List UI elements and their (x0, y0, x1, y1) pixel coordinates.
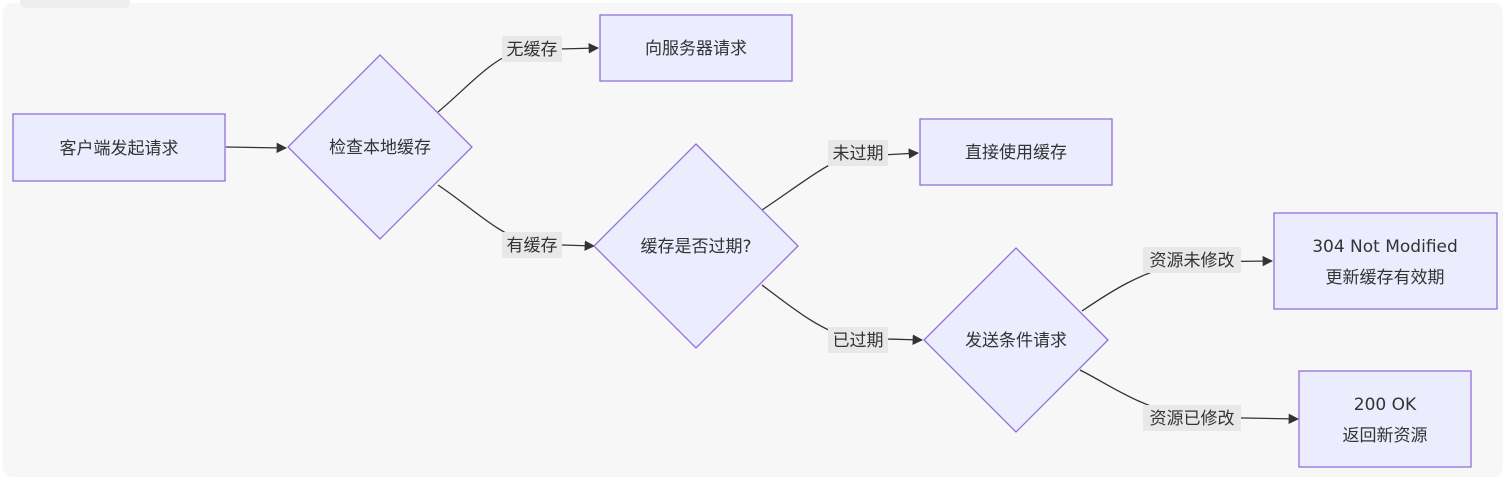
node-200-line1: 200 OK (1354, 395, 1417, 415)
edge-label-bg (828, 140, 888, 166)
edge-label-bg (828, 327, 888, 353)
node-conditional-request-label: 发送条件请求 (965, 331, 1067, 351)
node-client-request-label: 客户端发起请求 (60, 139, 179, 159)
node-200-ok[interactable] (1298, 370, 1472, 468)
node-304-line1: 304 Not Modified (1312, 237, 1458, 257)
node-request-server-label: 向服务器请求 (645, 39, 747, 59)
node-200-line2: 返回新资源 (1343, 426, 1428, 446)
node-cache-expired-label: 缓存是否过期? (640, 237, 751, 257)
edge-label-expired: 已过期 (833, 331, 884, 351)
edge-client-check (225, 142, 288, 154)
edge-labels: 无缓存 有缓存 未过期 已过期 资源未修改 资源已修改 (502, 36, 1241, 431)
node-304-line2: 更新缓存有效期 (1326, 268, 1445, 288)
node-request-server[interactable] (599, 14, 793, 82)
edge-label-bg (1143, 247, 1241, 273)
edge-label-bg (502, 232, 562, 258)
node-check-cache-label: 检查本地缓存 (329, 138, 431, 158)
panel-tab (20, 0, 130, 8)
edge-label-not-modified: 资源未修改 (1150, 251, 1235, 271)
node-client-request[interactable] (12, 113, 226, 182)
edge-label-no-cache: 无缓存 (507, 40, 558, 60)
edge-label-bg (1143, 405, 1241, 431)
node-use-cache[interactable] (919, 118, 1113, 186)
node-304-not-modified[interactable] (1273, 212, 1498, 310)
node-check-cache[interactable] (287, 54, 473, 240)
edge-label-bg (502, 36, 562, 62)
node-cache-expired[interactable] (593, 143, 799, 349)
edge-label-modified: 资源已修改 (1150, 409, 1235, 429)
node-conditional-request[interactable] (923, 247, 1109, 433)
nodes: 客户端发起请求 检查本地缓存 向服务器请求 缓存是否过期? 直接使用缓存 发送条… (12, 14, 1498, 468)
edge-label-has-cache: 有缓存 (507, 236, 558, 256)
node-use-cache-label: 直接使用缓存 (965, 142, 1067, 163)
edge-label-not-expired: 未过期 (833, 144, 884, 164)
